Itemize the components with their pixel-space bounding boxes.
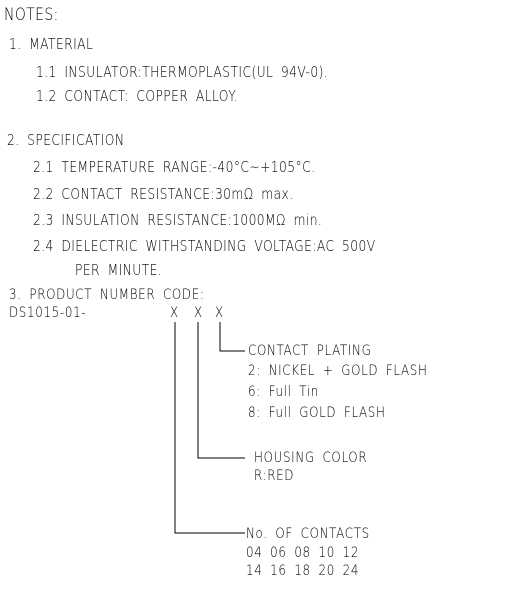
product-code-prefix: DS1015-01- bbox=[9, 305, 87, 321]
contacts-values-row-2: 14 16 18 20 24 bbox=[246, 563, 360, 579]
contact-plating-option-2: 2: NICKEL + GOLD FLASH bbox=[248, 363, 428, 379]
product-code-placeholder-color: X bbox=[194, 305, 203, 321]
contact-plating-label: CONTACT PLATING bbox=[248, 343, 372, 359]
housing-color-label: HOUSING COLOR bbox=[254, 450, 368, 466]
material-heading: 1. MATERIAL bbox=[9, 35, 94, 53]
contact-plating-option-8: 8: Full GOLD FLASH bbox=[248, 405, 386, 421]
specification-heading: 2. SPECIFICATION bbox=[7, 131, 125, 149]
product-code-placeholder-plating: X bbox=[215, 305, 224, 321]
notes-title: NOTES: bbox=[4, 5, 59, 25]
contacts-values-row-1: 04 06 08 10 12 bbox=[246, 545, 360, 561]
product-code-heading: 3. PRODUCT NUMBER CODE: bbox=[9, 287, 205, 303]
spec-item-contact-resistance: 2.2 CONTACT RESISTANCE:30mΩ max. bbox=[33, 185, 294, 203]
contact-plating-option-6: 6: Full Tin bbox=[248, 384, 319, 400]
housing-color-option-red: R:RED bbox=[254, 468, 295, 484]
spec-item-dielectric: 2.4 DIELECTRIC WITHSTANDING VOLTAGE:AC 5… bbox=[33, 237, 376, 255]
material-item-contact: 1.2 CONTACT: COPPER ALLOY. bbox=[36, 87, 238, 105]
spec-item-temperature: 2.1 TEMPERATURE RANGE:-40°C~+105°C. bbox=[33, 158, 316, 176]
contacts-label: No. OF CONTACTS bbox=[246, 526, 370, 542]
product-code-placeholder-contacts: X bbox=[170, 305, 179, 321]
plating-leader-line bbox=[219, 322, 245, 352]
spec-item-insulation-resistance: 2.3 INSULATION RESISTANCE:1000MΩ min. bbox=[33, 211, 323, 229]
contacts-leader-line bbox=[174, 322, 245, 534]
housing-color-leader-line bbox=[197, 322, 245, 459]
material-item-insulator: 1.1 INSULATOR:THERMOPLASTIC(UL 94V-0). bbox=[36, 63, 329, 81]
spec-item-dielectric-continued: PER MINUTE. bbox=[75, 261, 163, 279]
